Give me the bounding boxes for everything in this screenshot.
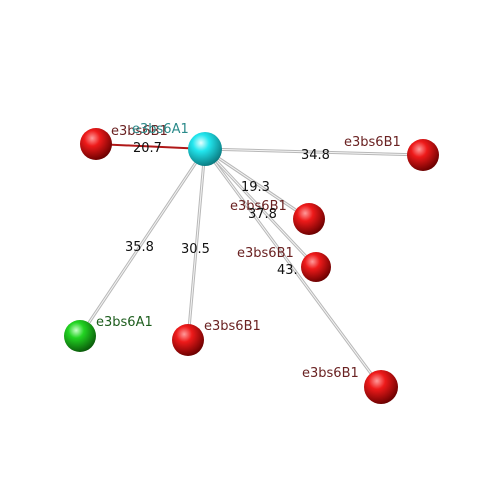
node-n2[interactable] xyxy=(407,139,439,171)
edge-highlight-n7 xyxy=(187,148,206,341)
node-n1[interactable] xyxy=(80,128,112,160)
edge-label-n6: 35.8 xyxy=(125,240,154,255)
edge-highlight-n5 xyxy=(204,148,317,268)
node-label-center: e3bs6A1 xyxy=(132,122,189,137)
nodes-layer xyxy=(64,128,439,404)
node-label-n7: e3bs6B1 xyxy=(204,319,261,334)
edge-highlight-n4 xyxy=(204,148,310,220)
node-n5[interactable] xyxy=(301,252,331,282)
node-label-n5: e3bs6B1 xyxy=(237,246,294,261)
node-n3[interactable] xyxy=(293,203,325,235)
edge-label-n4: 37.8 xyxy=(248,207,277,222)
edge-highlight-n6 xyxy=(79,148,206,337)
node-label-n6: e3bs6A1 xyxy=(96,315,153,330)
node-center[interactable] xyxy=(188,132,222,166)
node-n8[interactable] xyxy=(364,370,398,404)
edge-highlight-n2 xyxy=(204,148,424,156)
node-label-n8: e3bs6B1 xyxy=(302,366,359,381)
edge-n1 xyxy=(95,143,206,150)
edge-label-n1: 20.7 xyxy=(133,141,162,156)
node-n6[interactable] xyxy=(64,320,96,352)
node-label-n3: e3bs6B1 xyxy=(230,199,287,214)
edge-label-n7: 30.5 xyxy=(181,242,210,257)
node-n7[interactable] xyxy=(172,324,204,356)
edge-highlight-n8 xyxy=(204,148,382,388)
node-label-n2: e3bs6B1 xyxy=(344,135,401,150)
edge-label-n5: 43. xyxy=(277,263,298,278)
edges-layer xyxy=(78,143,424,388)
node-label-n1: e3bs6B1 xyxy=(111,124,168,139)
edge-label-n2: 34.8 xyxy=(301,148,330,163)
edge-label-n3: 19.3 xyxy=(241,180,270,195)
